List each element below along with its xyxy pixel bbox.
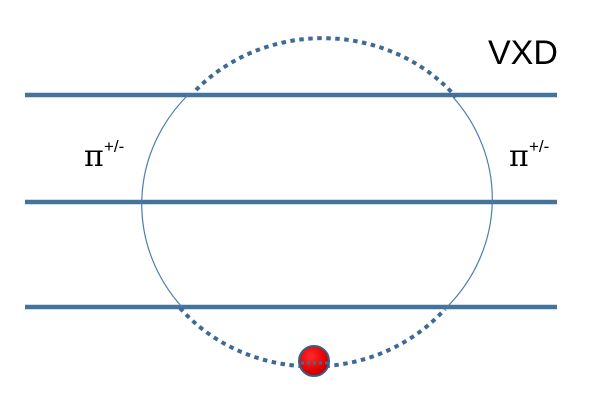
- track-solid-left: [141, 92, 191, 308]
- pion-charge-left: +/-: [104, 137, 124, 156]
- pion-symbol-right: π: [509, 139, 529, 174]
- track-dotted-top: [194, 36, 458, 99]
- detector-layers: [25, 92, 557, 310]
- track-solid-right: [446, 96, 493, 308]
- track-dotted-bottom: [178, 306, 447, 369]
- decay-vertex: [298, 345, 330, 377]
- pion-label-left: π +/-: [84, 137, 124, 174]
- detector-label: VXD: [488, 34, 558, 72]
- pion-label-right: π +/-: [509, 137, 549, 174]
- pion-symbol-left: π: [84, 139, 104, 174]
- pion-charge-right: +/-: [529, 137, 549, 156]
